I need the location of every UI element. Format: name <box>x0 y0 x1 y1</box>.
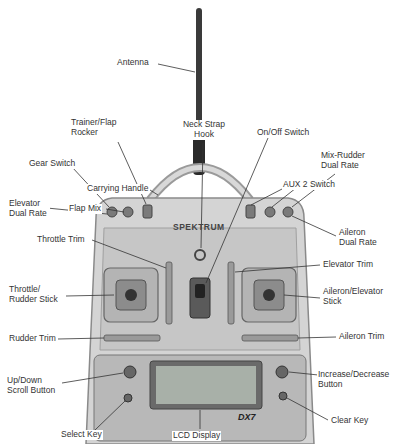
callout-label: Aileron/Elevator Stick <box>322 287 396 307</box>
callout-label: Neck Strap Hook <box>178 120 230 140</box>
callout-label: Mix-Rudder Dual Rate <box>320 151 377 171</box>
transmitter-body <box>86 198 314 444</box>
callout-label: Elevator Trim <box>322 260 374 270</box>
lcd-screen <box>156 366 256 404</box>
panel-buttons <box>124 366 288 402</box>
callout-label: Increase/Decrease Button <box>317 370 397 390</box>
callout-label: Throttle Trim <box>36 235 86 245</box>
callout-label: Rudder Trim <box>8 334 57 344</box>
callout-label: Carrying Handle <box>86 184 149 194</box>
stick-gimbals <box>104 268 296 322</box>
callout-label: On/Off Switch <box>256 128 310 138</box>
lower-panel <box>94 355 306 441</box>
callout-label: Clear Key <box>330 416 369 426</box>
brand-logo: SPEKTRUM <box>173 223 225 233</box>
callout-label: Up/Down Scroll Button <box>6 376 62 396</box>
power-switch <box>190 278 210 318</box>
callout-label: Antenna <box>116 58 150 68</box>
carrying-handle <box>150 168 250 201</box>
callout-label: Throttle/ Rudder Stick <box>8 285 66 305</box>
switches <box>107 205 293 218</box>
callout-label: Elevator Dual Rate <box>8 199 50 219</box>
carrying-handle-inner <box>150 168 250 201</box>
lcd-bezel <box>150 361 262 409</box>
callout-label: Flap Mix <box>68 204 102 214</box>
callout-label: Select Key <box>60 430 103 440</box>
power-switch-slider <box>195 284 205 298</box>
callout-label: Aileron Trim <box>338 332 385 342</box>
face-plate <box>100 228 300 350</box>
callout-label: Aileron Dual Rate <box>338 228 380 248</box>
callout-label: Trainer/Flap Rocker <box>70 118 132 138</box>
callout-label: AUX 2 Switch <box>282 180 336 190</box>
neck-strap-hook <box>195 250 205 260</box>
leader-lines <box>47 64 336 430</box>
callout-label: Gear Switch <box>28 159 76 169</box>
callout-label: LCD Display <box>172 431 221 441</box>
trim-levers <box>104 262 298 341</box>
model-name: DX7 <box>238 412 256 422</box>
